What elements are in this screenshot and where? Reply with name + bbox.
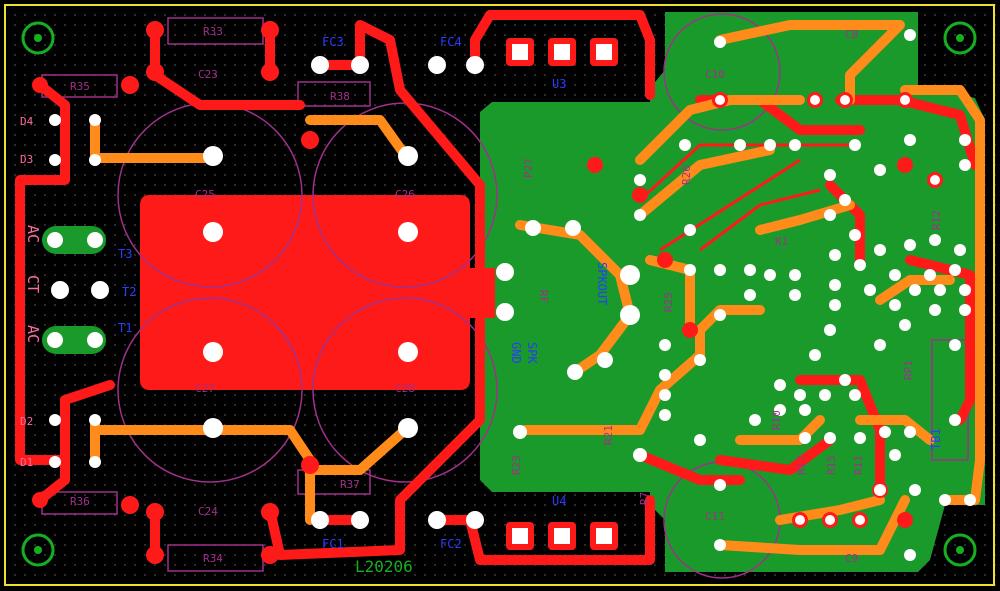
top-copper-traces	[15, 10, 980, 565]
label-c11: C11	[705, 510, 725, 523]
board-id-label: L20206	[355, 557, 413, 576]
label-c10: C10	[705, 68, 725, 81]
label-d3: D3	[20, 153, 33, 166]
label-rf: RF	[537, 290, 550, 303]
label-r23: R23	[510, 455, 523, 475]
label-c28: C28	[395, 382, 415, 395]
label-c8: C8	[845, 28, 858, 41]
label-r34: R34	[203, 552, 223, 565]
label-c26: C26	[395, 188, 415, 201]
label-t2: T2	[122, 285, 136, 299]
power-copper-pour	[140, 195, 495, 390]
label-t1: T1	[118, 321, 132, 335]
label-tb1: TB1	[929, 428, 943, 450]
label-r25: R25	[662, 292, 675, 312]
silk-text-pink: AC CT AC	[24, 225, 42, 343]
label-d2: D2	[20, 415, 33, 428]
label-r35: R35	[70, 80, 90, 93]
board-outline	[4, 4, 995, 586]
label-r12: R12	[930, 210, 943, 230]
label-r26: R26	[680, 165, 693, 185]
silk-text-magenta: R33 R34 R35 R36 R38 R37 C23 C24 C25 C26 …	[70, 25, 943, 565]
label-c24: C24	[198, 505, 218, 518]
label-r36: R36	[70, 495, 90, 508]
mounting-holes	[21, 21, 977, 567]
label-r11: R11	[852, 455, 865, 475]
silk-text-blue: FC3 FC4 FC1 FC2 U3 U4 T3 T2 T1 SPKOUT GN…	[118, 35, 943, 551]
silk-diode-labels: D4 D3 D2 D1	[20, 115, 34, 469]
label-fc3: FC3	[322, 35, 344, 49]
label-t3: T3	[118, 247, 132, 261]
label-r10: R10	[770, 410, 783, 430]
mounting-hole-centers	[34, 34, 964, 554]
label-ac-top: AC	[24, 225, 42, 243]
thin-signal-traces	[638, 143, 860, 252]
label-spkout: SPKOUT	[595, 262, 609, 305]
label-u3: U3	[552, 77, 566, 91]
label-r15: R15	[825, 455, 838, 475]
label-fc1: FC1	[322, 537, 344, 551]
label-r33: R33	[203, 25, 223, 38]
label-r38: R38	[330, 90, 350, 103]
label-r21: R21	[602, 425, 615, 445]
label-c25: C25	[195, 188, 215, 201]
label-r7: R7	[638, 492, 651, 505]
label-ct: CT	[24, 275, 42, 293]
label-gnd: GND	[509, 342, 523, 364]
label-d1: D1	[20, 456, 33, 469]
label-u4: U4	[552, 494, 566, 508]
pads	[32, 21, 976, 564]
label-c9: C9	[845, 552, 858, 565]
label-ac-bottom: AC	[24, 325, 42, 343]
label-rp1: RP1	[902, 360, 915, 380]
label-d4: D4	[20, 115, 34, 128]
label-r17: R17	[795, 455, 808, 475]
label-c23: C23	[198, 68, 218, 81]
label-r37: R37	[340, 478, 360, 491]
label-fc4: FC4	[440, 35, 462, 49]
label-c27: C27	[195, 382, 215, 395]
label-spk: SPK	[525, 342, 539, 364]
label-p27: P27	[522, 158, 535, 178]
label-fc2: FC2	[440, 537, 462, 551]
label-k1: K1	[775, 235, 788, 248]
